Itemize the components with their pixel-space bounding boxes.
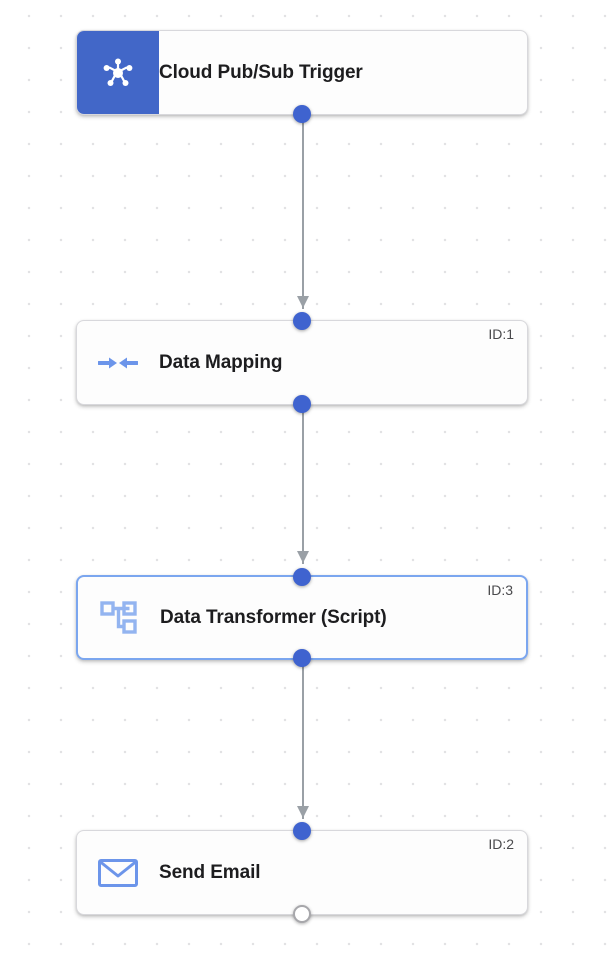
node-data-mapping[interactable]: Data Mapping ID:1: [76, 312, 528, 413]
trigger-accent-block: [77, 31, 159, 114]
output-port[interactable]: [293, 649, 311, 667]
node-title: Data Mapping: [159, 351, 283, 373]
output-port[interactable]: [293, 905, 311, 923]
input-port[interactable]: [293, 312, 311, 330]
node-title: Send Email: [159, 861, 261, 883]
hierarchy-nodes-icon: [99, 599, 139, 637]
node-icon-slot: [77, 856, 159, 890]
envelope-icon: [97, 856, 139, 890]
node-title: Cloud Pub/Sub Trigger: [159, 61, 363, 83]
node-title: Data Transformer (Script): [160, 606, 387, 628]
node-send-email[interactable]: Send Email ID:2: [76, 822, 528, 923]
output-port[interactable]: [293, 105, 311, 123]
edge-mapping-to-transformer[interactable]: [297, 405, 309, 564]
node-id-label: ID:3: [487, 582, 513, 598]
output-port[interactable]: [293, 395, 311, 413]
node-id-label: ID:2: [488, 836, 514, 852]
node-icon-slot: [78, 599, 160, 637]
node-id-label: ID:1: [488, 326, 514, 342]
edge-trigger-to-mapping[interactable]: [297, 115, 309, 309]
merge-arrows-icon: [97, 348, 139, 378]
input-port[interactable]: [293, 822, 311, 840]
pubsub-hub-icon: [101, 56, 135, 90]
node-icon-slot: [77, 348, 159, 378]
edge-transformer-to-email[interactable]: [297, 660, 309, 819]
node-data-transformer[interactable]: Data Transformer (Script) ID:3: [76, 568, 528, 667]
node-cloud-pubsub-trigger[interactable]: Cloud Pub/Sub Trigger: [76, 30, 528, 123]
input-port[interactable]: [293, 568, 311, 586]
